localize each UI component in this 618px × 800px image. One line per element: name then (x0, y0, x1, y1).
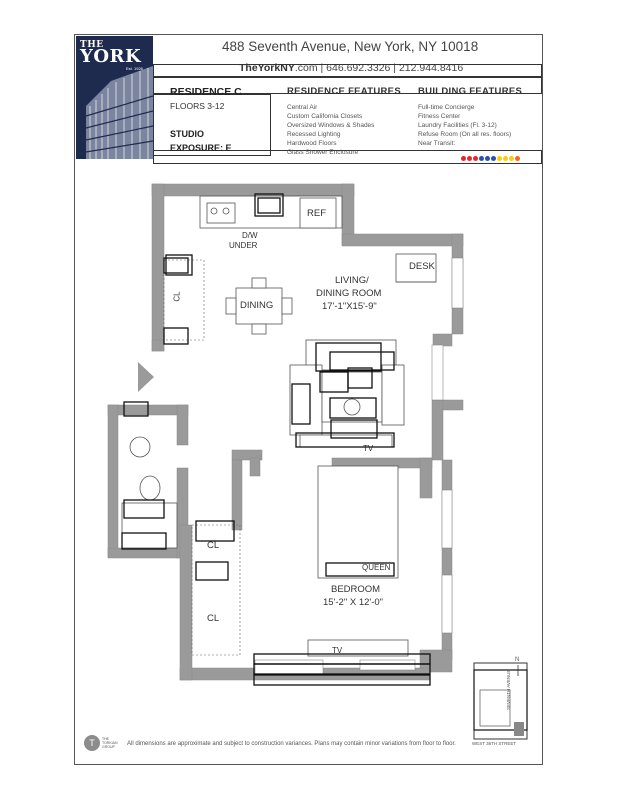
residence-feature: Recessed Lighting (287, 131, 341, 138)
entry-door (138, 362, 154, 392)
unit-box (153, 94, 271, 156)
exposure: EXPOSURE: E (170, 143, 232, 153)
info-box-lower (153, 150, 542, 164)
residence-feature: Oversized Windows & Shades (287, 122, 375, 129)
closet-label-2: CL (207, 540, 220, 551)
building-features-heading: BUILDING FEATURES (418, 86, 523, 97)
living-furniture (289, 339, 405, 448)
closet-label-3: CL (207, 613, 220, 624)
phone-numbers: | 646.692.3326 | 212.944.8416 (317, 62, 464, 74)
transit-line-icon (461, 156, 466, 161)
north-arrow-label: N (515, 657, 520, 663)
transit-line-icon (503, 156, 508, 161)
group-line-3: GROUP (102, 745, 115, 749)
the-york-logo: THE YORK Est. 1926 (76, 36, 153, 159)
group-line-1: THE (102, 737, 109, 741)
seventh-avenue-label: SEVENTH AVENUE (506, 669, 511, 710)
info-box (153, 77, 542, 94)
tv-label-bedroom: TV (332, 646, 343, 655)
dw-label: D/W (242, 231, 258, 240)
dining-room-label: DINING ROOM (316, 288, 382, 299)
residence-feature: Hardwood Floors (287, 140, 337, 147)
unit-type: STUDIO (170, 129, 205, 139)
transit-line-icon (479, 156, 484, 161)
west-36th-street-label: WEST 36TH STREET (472, 741, 517, 746)
transit-line-icon (467, 156, 472, 161)
transit-line-icon (515, 156, 520, 161)
torkian-group-name: THE TORKIAN GROUP (102, 737, 118, 749)
kitchen (199, 195, 437, 283)
logo-the: THE (80, 40, 104, 50)
tv-label-living: TV (363, 444, 374, 453)
key-plan (473, 662, 528, 740)
desk-label: DESK (409, 261, 435, 272)
building-features-list: Full-time Concierge Fitness Center Laund… (418, 103, 511, 148)
under-label: UNDER (229, 241, 258, 250)
ref-label: REF (307, 208, 326, 219)
contact-box (153, 64, 542, 77)
contact-line: TheYorkNY.com | 646.692.3326 | 212.944.8… (239, 62, 463, 74)
transit-line-icon (509, 156, 514, 161)
living-dimensions: 17'-1"X15'-9" (322, 301, 377, 312)
outline-boxes (121, 193, 431, 686)
bathroom (121, 436, 178, 549)
website-suffix: .com (294, 62, 318, 74)
building-illustration (85, 66, 153, 159)
address: 488 Seventh Avenue, New York, NY 10018 (222, 39, 479, 54)
dining-label: DINING (240, 300, 274, 311)
residence-feature: Glass Shower Enclosure (287, 149, 359, 156)
living-label: LIVING/ (335, 275, 369, 286)
transit-line-icon (485, 156, 490, 161)
closet-label-1: CL (172, 291, 182, 302)
queen-bed-label: QUEEN (362, 563, 391, 572)
residence-features-list: Central Air Custom California Closets Ov… (287, 103, 374, 157)
residence-feature: Custom California Closets (287, 113, 363, 120)
logo-york: YORK (80, 46, 142, 67)
transit-line-icon (473, 156, 478, 161)
logo-est: Est. 1926 (126, 66, 143, 71)
floors: FLOORS 3-12 (170, 101, 225, 111)
building-feature: Full-time Concierge (418, 104, 475, 111)
torkian-group-logo: T (84, 735, 100, 751)
website-name: TheYorkNY (239, 62, 295, 74)
walls (107, 183, 464, 681)
building-feature: Fitness Center (418, 113, 461, 120)
disclaimer: All dimensions are approximate and subje… (127, 741, 456, 747)
residence-title: RESIDENCE C (170, 86, 242, 98)
transit-line-icon (497, 156, 502, 161)
transit-lines-icons (461, 148, 521, 166)
closets (163, 259, 241, 656)
bedroom-label: BEDROOM (331, 584, 381, 595)
bed (307, 465, 409, 657)
bedroom-dimensions: 15'-2" X 12'-0" (323, 597, 384, 608)
building-feature: Refuse Room (On all res. floors) (418, 131, 512, 138)
building-feature: Near Transit: (418, 140, 456, 147)
transit-line-icon (491, 156, 496, 161)
residence-feature: Central Air (287, 104, 318, 111)
building-feature: Laundry Facilities (Fl. 3-12) (418, 122, 497, 129)
dining-set (225, 277, 293, 335)
group-line-2: TORKIAN (102, 741, 118, 745)
residence-features-heading: RESIDENCE FEATURES (287, 86, 401, 97)
